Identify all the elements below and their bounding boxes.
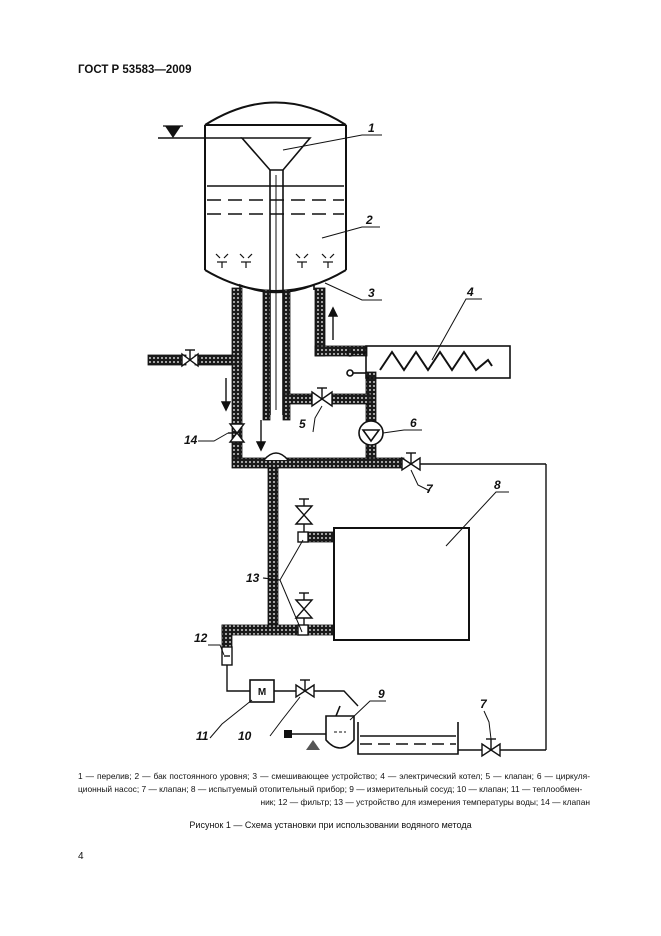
- inlet-valve-icon[interactable]: [181, 349, 199, 368]
- measuring-vessel: [325, 705, 355, 749]
- water-level-mark-icon: [158, 125, 242, 139]
- hot-water-pipes: [147, 287, 405, 648]
- line-to-measuring-vessel: [314, 690, 359, 707]
- callout-4: 4: [466, 285, 474, 299]
- filter-icon: [221, 646, 233, 666]
- overflow-funnel: [240, 137, 312, 415]
- valve-5-icon[interactable]: [311, 387, 333, 408]
- callout-9: 9: [378, 687, 385, 701]
- legend-line-3: ник; 12 — фильтр; 13 — устройство для из…: [260, 797, 590, 807]
- callout-13: 13: [246, 571, 260, 585]
- valve-14-icon[interactable]: [228, 423, 246, 443]
- callout-11: 11: [196, 729, 209, 743]
- callout-7-lower: 7: [480, 697, 488, 711]
- figure-legend: 1 — перелив; 2 — бак постоянного уровня;…: [78, 770, 590, 809]
- callout-14: 14: [184, 433, 198, 447]
- circulation-pump-icon[interactable]: [358, 420, 384, 446]
- thermometer-valve-lower-icon[interactable]: [294, 592, 314, 636]
- document-header: ГОСТ Р 53583—2009: [78, 64, 192, 76]
- heat-exchanger-icon: М: [249, 679, 275, 703]
- mixing-nozzles: [215, 253, 335, 268]
- mixer-outlet: [263, 452, 289, 461]
- legend-line-1: 1 — перелив; 2 — бак постоянного уровня;…: [78, 771, 590, 781]
- callout-10: 10: [238, 729, 252, 743]
- legend-line-2: ционный насос; 7 — клапан; 8 — испытуемы…: [78, 784, 583, 794]
- callout-7-upper: 7: [426, 482, 434, 496]
- flow-arrows: [220, 306, 339, 452]
- callout-6: 6: [410, 416, 417, 430]
- callout-3: 3: [368, 286, 375, 300]
- scale-support-icon: [284, 730, 326, 750]
- valve-10-icon[interactable]: [295, 679, 315, 699]
- motor-letter: М: [258, 687, 266, 698]
- drain-tank: [357, 722, 459, 755]
- callout-12: 12: [194, 631, 208, 645]
- valve-7-upper-icon[interactable]: [401, 452, 421, 472]
- callout-8: 8: [494, 478, 501, 492]
- test-heating-device: [333, 527, 470, 641]
- cold-line: [226, 665, 250, 692]
- thermometer-valve-upper-icon[interactable]: [294, 498, 314, 543]
- leader-lines: [198, 134, 509, 740]
- electric-boiler: [346, 345, 511, 379]
- mixing-device: [239, 283, 315, 294]
- callout-1: 1: [368, 121, 375, 135]
- valve-7-lower-icon[interactable]: [481, 738, 501, 758]
- figure-caption: Рисунок 1 — Схема установки при использо…: [189, 820, 472, 830]
- callout-2: 2: [365, 213, 373, 227]
- page-number: 4: [78, 851, 84, 862]
- callout-5: 5: [299, 417, 306, 431]
